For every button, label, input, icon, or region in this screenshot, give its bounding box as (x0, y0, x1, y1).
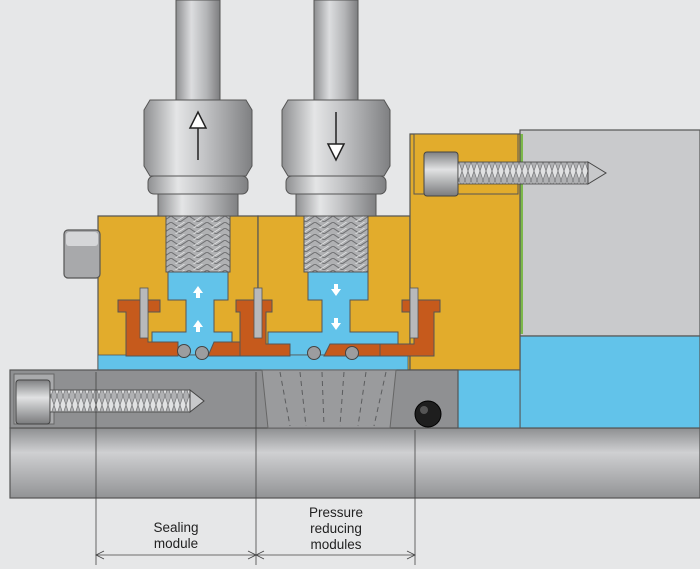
right-gray-block (519, 129, 700, 337)
fluid-gap-left (97, 354, 409, 371)
shaft (9, 427, 700, 499)
pin-mid (253, 287, 263, 339)
right-blue-chamber (519, 335, 700, 429)
spring-balls (177, 344, 359, 360)
pressure-reducing-line-3: modules (310, 537, 362, 552)
sealing-module-label: Sealing module (136, 520, 216, 552)
fluid-arrows (193, 284, 341, 332)
pressure-reducing-line-1: Pressure (308, 505, 364, 520)
flow-up-arrow-icon (188, 110, 208, 160)
sealing-module-line-1: Sealing (153, 520, 199, 535)
pressure-reducing-line-2: reducing (310, 521, 362, 536)
o-ring (414, 400, 442, 428)
top-bolt (423, 151, 607, 197)
bottom-bolt (15, 379, 205, 425)
pin-right (409, 287, 419, 339)
flow-down-arrow-icon (326, 112, 346, 162)
sealing-module-line-2: module (153, 536, 199, 551)
dimension-lines (95, 372, 416, 565)
pin-left (139, 287, 149, 339)
pressure-reducer-cone (261, 369, 397, 429)
seal-carrier-mid (235, 299, 291, 357)
pressure-reducing-modules-label: Pressure reducing modules (290, 505, 382, 553)
